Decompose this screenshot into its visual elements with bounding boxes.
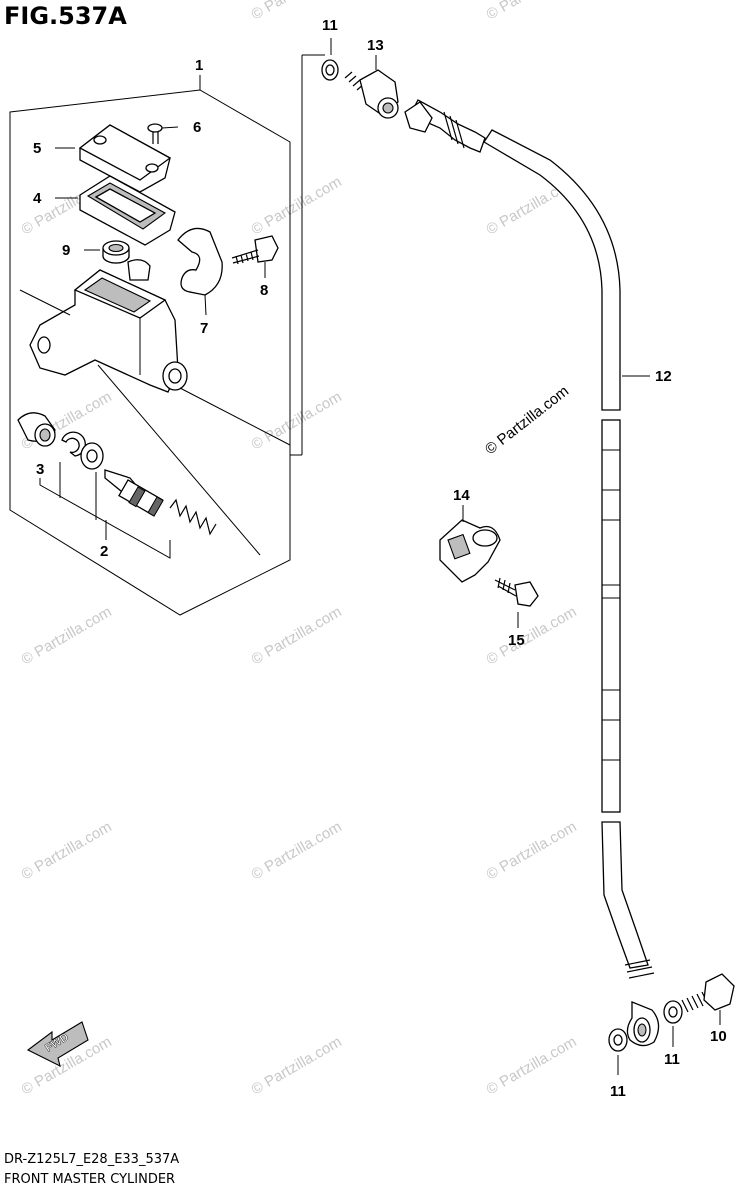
watermark: © Partzilla.com bbox=[482, 383, 572, 459]
master-cylinder-body[interactable] bbox=[19, 259, 291, 556]
callout-4: 4 bbox=[33, 190, 42, 207]
callout-brackets-2-3 bbox=[39, 462, 171, 559]
callout-12: 12 bbox=[655, 368, 672, 385]
piston-boot[interactable] bbox=[17, 412, 56, 447]
watermark: © Partzilla.com bbox=[484, 603, 580, 668]
callout-6: 6 bbox=[193, 119, 201, 136]
reservoir-cap[interactable] bbox=[55, 124, 172, 193]
callout-3: 3 bbox=[36, 461, 44, 478]
callout-11-lower-left: 11 bbox=[610, 1083, 626, 1100]
watermark: © Partzilla.com bbox=[249, 1033, 345, 1098]
seal-ring[interactable] bbox=[84, 240, 130, 264]
circlip[interactable] bbox=[61, 431, 86, 457]
callout-7: 7 bbox=[200, 320, 208, 337]
diagram-footer: DR-Z125L7_E28_E33_537A FRONT MASTER CYLI… bbox=[4, 1150, 179, 1190]
master-cylinder-assembly-box bbox=[9, 54, 325, 616]
callout-11-top: 11 bbox=[322, 17, 338, 34]
callout-1: 1 bbox=[195, 57, 203, 74]
callout-8: 8 bbox=[260, 282, 268, 299]
callout-14: 14 bbox=[453, 487, 470, 504]
upper-fitting[interactable] bbox=[321, 38, 433, 133]
callout-15: 15 bbox=[508, 632, 525, 649]
watermark: © Partzilla.com bbox=[249, 173, 345, 238]
callout-2: 2 bbox=[100, 543, 108, 560]
forward-arrow-icon: FWD bbox=[26, 1021, 89, 1068]
callout-5: 5 bbox=[33, 140, 41, 157]
callout-13: 13 bbox=[367, 37, 384, 54]
figure-title: FIG.537A bbox=[4, 2, 127, 30]
diagram-code: DR-Z125L7_E28_E33_537A bbox=[4, 1152, 180, 1167]
cap-screw[interactable] bbox=[147, 123, 179, 144]
watermark: © Partzilla.com bbox=[249, 818, 345, 883]
callout-9: 9 bbox=[62, 242, 70, 259]
holder-bolt[interactable] bbox=[231, 235, 279, 278]
hose-clamp[interactable] bbox=[439, 505, 501, 583]
watermark: © Partzilla.com bbox=[484, 0, 580, 23]
watermark: © Partzilla.com bbox=[19, 818, 115, 883]
watermark: © Partzilla.com bbox=[484, 1033, 580, 1098]
clamp-bolt[interactable] bbox=[494, 577, 539, 628]
diagram-name: FRONT MASTER CYLINDER bbox=[4, 1172, 176, 1187]
handlebar-holder[interactable] bbox=[177, 227, 223, 316]
watermark: © Partzilla.com bbox=[249, 388, 345, 453]
lower-fitting[interactable] bbox=[608, 973, 735, 1075]
diaphragm-plate[interactable] bbox=[55, 175, 176, 246]
watermark: © Partzilla.com bbox=[249, 603, 345, 668]
callout-10: 10 bbox=[710, 1028, 727, 1045]
watermark: © Partzilla.com bbox=[484, 818, 580, 883]
callout-11-lower-right: 11 bbox=[664, 1051, 680, 1068]
watermark: © Partzilla.com bbox=[19, 603, 115, 668]
piston-spring-set[interactable] bbox=[104, 469, 217, 536]
piston-washer[interactable] bbox=[80, 442, 104, 470]
